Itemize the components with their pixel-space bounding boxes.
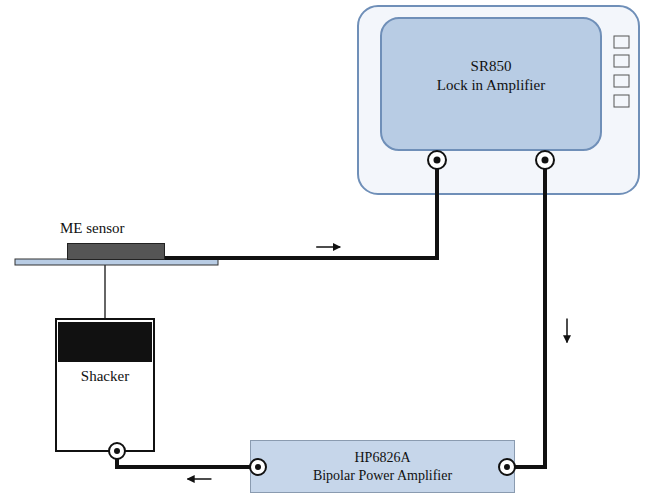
shaker: Shacker: [55, 318, 155, 452]
front-button: [614, 75, 629, 87]
device-label: Bipolar Power Amplifier: [313, 467, 452, 485]
bnc-pin: [255, 464, 261, 470]
shaker-body: [56, 319, 154, 451]
front-button: [614, 95, 629, 107]
cable-stub: [543, 160, 547, 195]
signal-cable: [515, 194, 567, 467]
cable-line: [515, 194, 545, 467]
bnc-port: [109, 443, 125, 459]
me-sensor: ME sensor: [67, 243, 165, 260]
cable-line: [117, 452, 250, 467]
power-amplifier: HP6826ABipolar Power Amplifier: [250, 440, 515, 493]
device-label: Shacker: [81, 367, 129, 386]
shaker-armature: [58, 322, 152, 362]
cable-stub: [435, 160, 439, 195]
bnc-pin: [542, 157, 549, 164]
instrument-housing: [358, 6, 639, 194]
device-label: SR850: [471, 57, 512, 76]
bnc-pin: [504, 464, 510, 470]
signal-cable: [165, 194, 437, 258]
bnc-port: [499, 459, 515, 475]
device-label: HP6826A: [354, 449, 410, 467]
front-button: [614, 36, 629, 48]
bnc-pin: [434, 157, 441, 164]
device-label: ME sensor: [60, 219, 125, 238]
direction-arrow: [316, 246, 340, 248]
device-label: Lock in Amplifier: [437, 76, 545, 95]
signal-cable: [117, 452, 250, 479]
front-button: [614, 55, 629, 67]
bnc-port: [250, 459, 266, 475]
lock-in-amplifier: SR850Lock in Amplifier: [358, 6, 639, 194]
bnc-port: [536, 151, 554, 169]
bnc-pin: [114, 448, 120, 454]
cable-line: [165, 194, 437, 258]
drive-rod: [104, 265, 106, 322]
direction-arrow: [566, 319, 568, 343]
display-screen: [381, 18, 601, 150]
bnc-port: [428, 151, 446, 169]
direction-arrow: [187, 478, 211, 480]
